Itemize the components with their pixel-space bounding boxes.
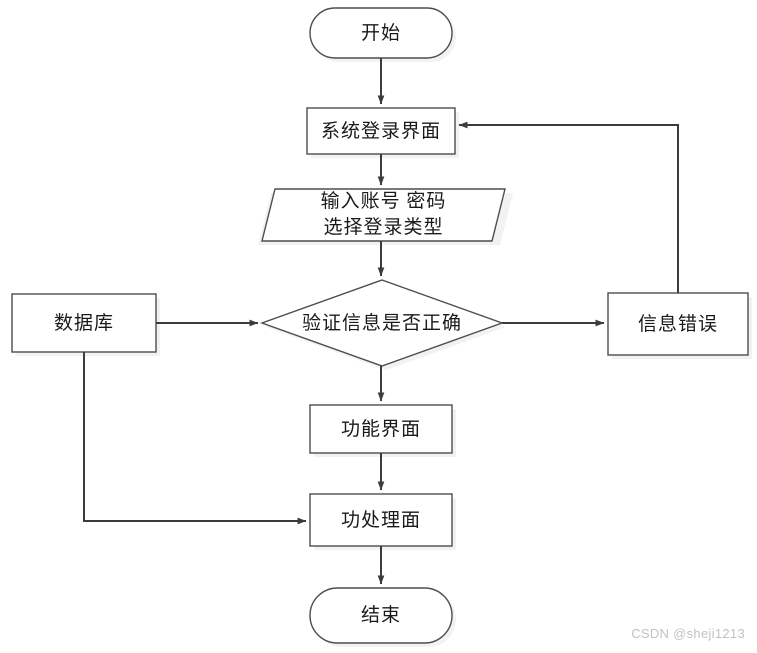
node-funcui-shape xyxy=(309,404,453,454)
edge-db-to-process xyxy=(83,352,307,525)
node-process[interactable] xyxy=(310,494,452,546)
node-start[interactable] xyxy=(310,8,452,58)
node-database[interactable] xyxy=(12,294,156,352)
node-end[interactable] xyxy=(310,588,452,643)
node-login[interactable] xyxy=(307,108,455,154)
node-end-shape xyxy=(309,587,453,644)
node-error[interactable] xyxy=(608,293,748,355)
node-function-ui[interactable] xyxy=(310,405,452,453)
watermark-text: CSDN @sheji1213 xyxy=(631,626,745,641)
node-input[interactable] xyxy=(262,189,505,241)
node-outlines xyxy=(11,7,749,644)
edges xyxy=(83,58,679,585)
node-error-shape xyxy=(607,292,749,356)
node-input-shape xyxy=(261,188,506,242)
node-verify[interactable] xyxy=(262,280,502,366)
node-process-shape xyxy=(309,493,453,547)
edge-error-to-login xyxy=(458,121,679,293)
